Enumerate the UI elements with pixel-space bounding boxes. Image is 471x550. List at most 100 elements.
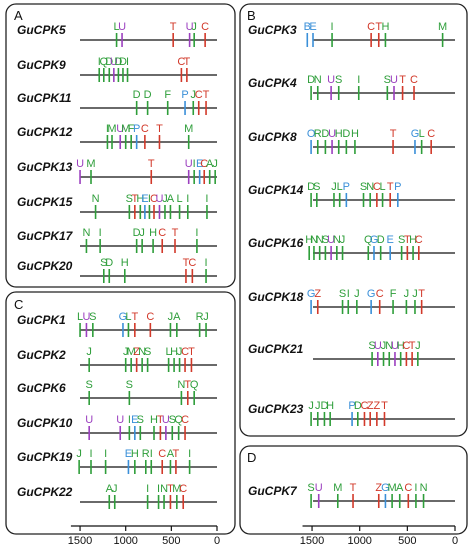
gene-name: GuCPK3 (248, 23, 297, 37)
element-label: F (390, 288, 397, 300)
element-label: E (387, 234, 394, 246)
gene-name: GuCPK20 (17, 259, 73, 273)
panel-frame (239, 3, 468, 437)
element-label: L (419, 128, 425, 140)
element-label: U (315, 482, 323, 494)
element-label: L (125, 311, 131, 323)
element-label: J (112, 483, 118, 495)
element-label: G (411, 128, 420, 140)
element-label: N (420, 482, 428, 494)
element-label: D (307, 74, 315, 86)
element-label: T (203, 89, 210, 101)
element-label: I (157, 483, 160, 495)
element-label: P (394, 181, 401, 193)
element-label: I (146, 483, 149, 495)
element-label: H (326, 400, 334, 412)
element-label: S (86, 379, 93, 391)
element-label: P (343, 181, 350, 193)
gene-name: GuCPK22 (17, 485, 73, 499)
element-label: U (116, 414, 124, 426)
element-label: L (166, 346, 172, 358)
element-label: I (186, 193, 189, 205)
element-label: E (141, 193, 148, 205)
element-label: H (121, 257, 129, 269)
element-label: D (119, 56, 127, 68)
gene-name: GuCPK1 (17, 313, 66, 327)
element-label: I (104, 448, 107, 460)
gene-name: GuCPK5 (17, 23, 66, 37)
element-label: C (158, 227, 166, 239)
panel-frame (239, 445, 468, 535)
element-label: S (89, 311, 96, 323)
element-label: C (181, 414, 189, 426)
element-label: E (125, 448, 132, 460)
element-label: I (414, 482, 417, 494)
element-label: H (149, 227, 157, 239)
element-label: N (92, 193, 100, 205)
element-label: L (380, 181, 386, 193)
element-label: I (347, 288, 350, 300)
element-label: L (177, 193, 183, 205)
element-label: P (181, 89, 188, 101)
element-label: T (188, 346, 195, 358)
element-label: T (184, 56, 191, 68)
element-label: I (188, 448, 191, 460)
panel-letter: C (14, 297, 23, 312)
element-label: I (193, 158, 196, 170)
element-label: U (328, 128, 336, 140)
element-label: I (357, 74, 360, 86)
gene-name: GuCPK23 (248, 402, 304, 416)
element-label: I (98, 56, 101, 68)
element-label: U (118, 21, 126, 33)
element-label: D (144, 89, 152, 101)
element-label: Q (190, 379, 199, 391)
element-label: M (107, 123, 116, 135)
element-label: T (167, 483, 174, 495)
element-label: T (350, 482, 357, 494)
element-label: C (427, 128, 435, 140)
element-label: O (307, 128, 316, 140)
element-label: Z (133, 346, 140, 358)
element-label: J (203, 311, 209, 323)
element-label: T (183, 257, 190, 269)
element-label: T (399, 74, 406, 86)
element-label: L (337, 181, 343, 193)
element-label: U (116, 123, 124, 135)
element-label: M (388, 482, 397, 494)
element-label: T (172, 227, 179, 239)
element-label: H (409, 234, 417, 246)
element-label: D (105, 257, 113, 269)
element-label: I (106, 123, 109, 135)
gene-name: GuCPK15 (17, 195, 73, 209)
element-label: H (170, 346, 178, 358)
element-label: C (402, 340, 410, 352)
element-label: P (133, 123, 140, 135)
axis-tick-label: 500 (162, 535, 180, 547)
gene-name: GuCPK21 (248, 342, 304, 356)
element-label: J (76, 448, 82, 460)
element-label: I (128, 414, 131, 426)
element-label: G (307, 288, 316, 300)
element-label: I (205, 257, 208, 269)
element-label: S (339, 288, 346, 300)
gene-name: GuCPK6 (17, 381, 66, 395)
element-label: S (384, 74, 391, 86)
axis-tick-label: 1000 (347, 535, 371, 547)
element-label: P (348, 400, 355, 412)
gene-name: GuCPK14 (248, 183, 304, 197)
element-label: D (342, 128, 350, 140)
gene-name: GuCPK13 (17, 160, 73, 174)
axis-tick-label: 1500 (68, 535, 92, 547)
